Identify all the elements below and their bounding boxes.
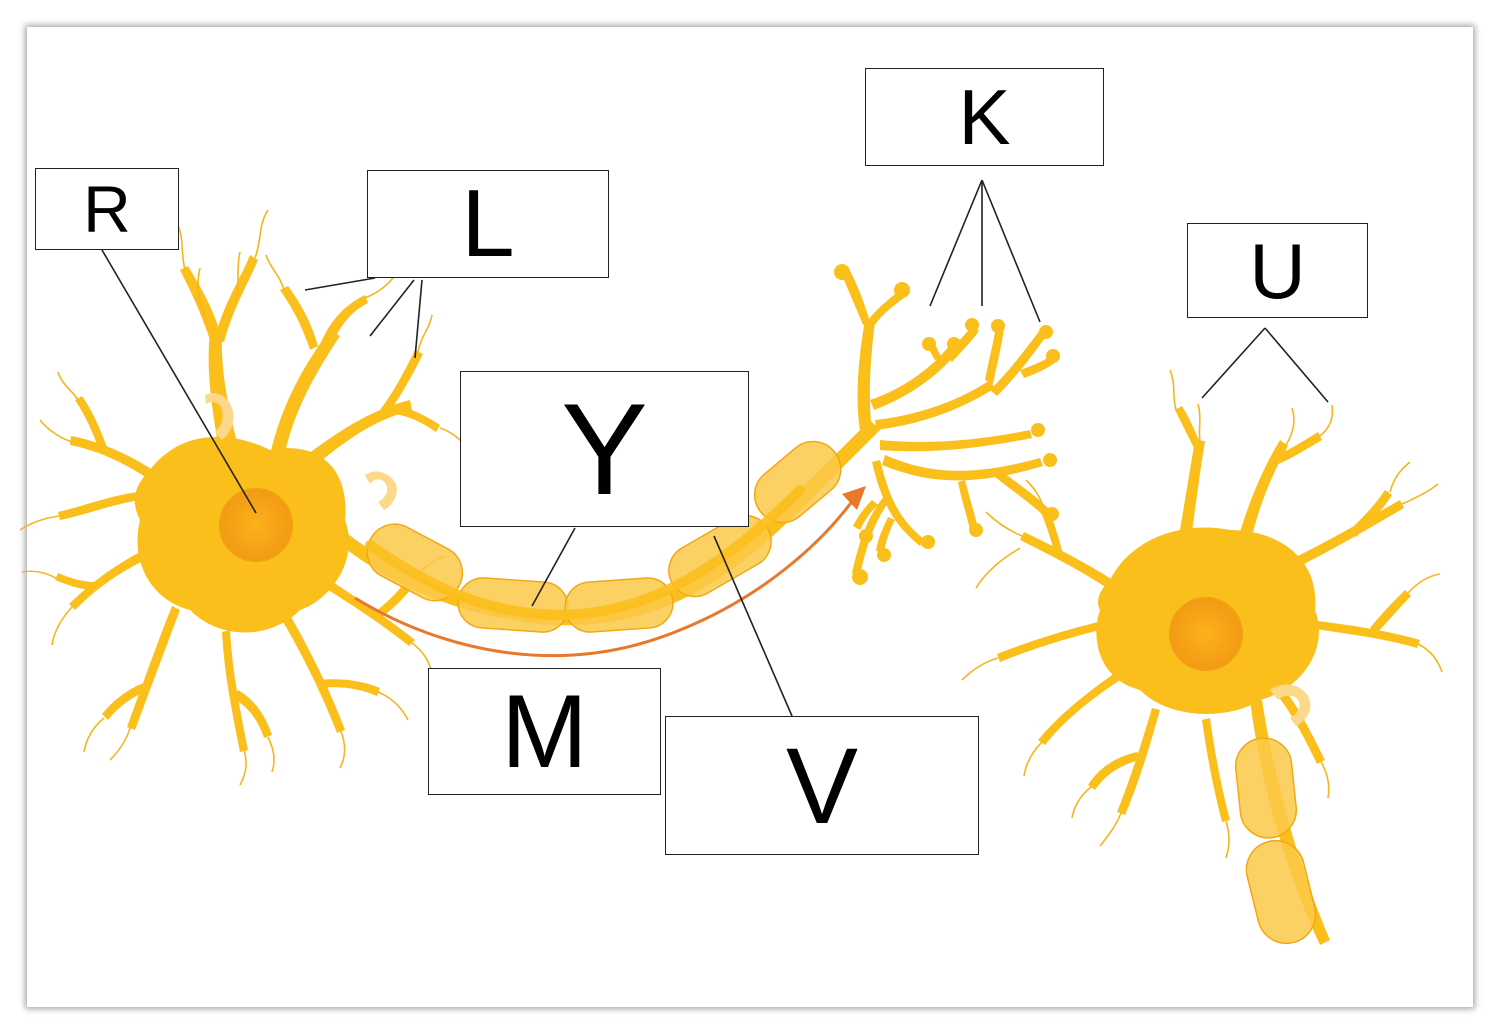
label-y: Y — [561, 376, 648, 522]
leader-line-l-3 — [414, 279, 423, 359]
leader-lines — [101, 179, 1329, 717]
leader-line-u-2 — [1264, 327, 1329, 403]
left-neuron — [19, 209, 471, 786]
label-u: U — [1249, 226, 1306, 315]
right-neuron — [961, 369, 1443, 945]
leader-line-v — [713, 535, 793, 717]
label-r: R — [83, 172, 131, 246]
label-m: M — [501, 673, 588, 790]
axon-terminals — [834, 264, 1060, 585]
label-box-m: M — [428, 668, 661, 795]
leader-line-l-1 — [304, 277, 376, 291]
leader-line-l-2 — [369, 279, 415, 337]
label-l: L — [461, 170, 515, 277]
label-box-y: Y — [460, 371, 749, 527]
leader-line-u-1 — [1201, 327, 1266, 399]
leader-line-y — [531, 527, 576, 607]
label-box-v: V — [665, 716, 979, 855]
signal-arrow — [354, 486, 866, 658]
label-box-l: L — [367, 170, 609, 278]
label-box-u: U — [1187, 223, 1368, 318]
label-v: V — [785, 724, 859, 846]
leader-line-k-1 — [929, 179, 983, 307]
leader-line-r — [101, 249, 257, 514]
right-nucleus — [1169, 597, 1243, 671]
label-box-r: R — [35, 168, 179, 250]
label-box-k: K — [865, 68, 1104, 166]
label-k: K — [958, 73, 1011, 161]
left-nucleus — [219, 488, 293, 562]
axon — [322, 420, 880, 633]
leader-line-k-3 — [981, 179, 1041, 323]
